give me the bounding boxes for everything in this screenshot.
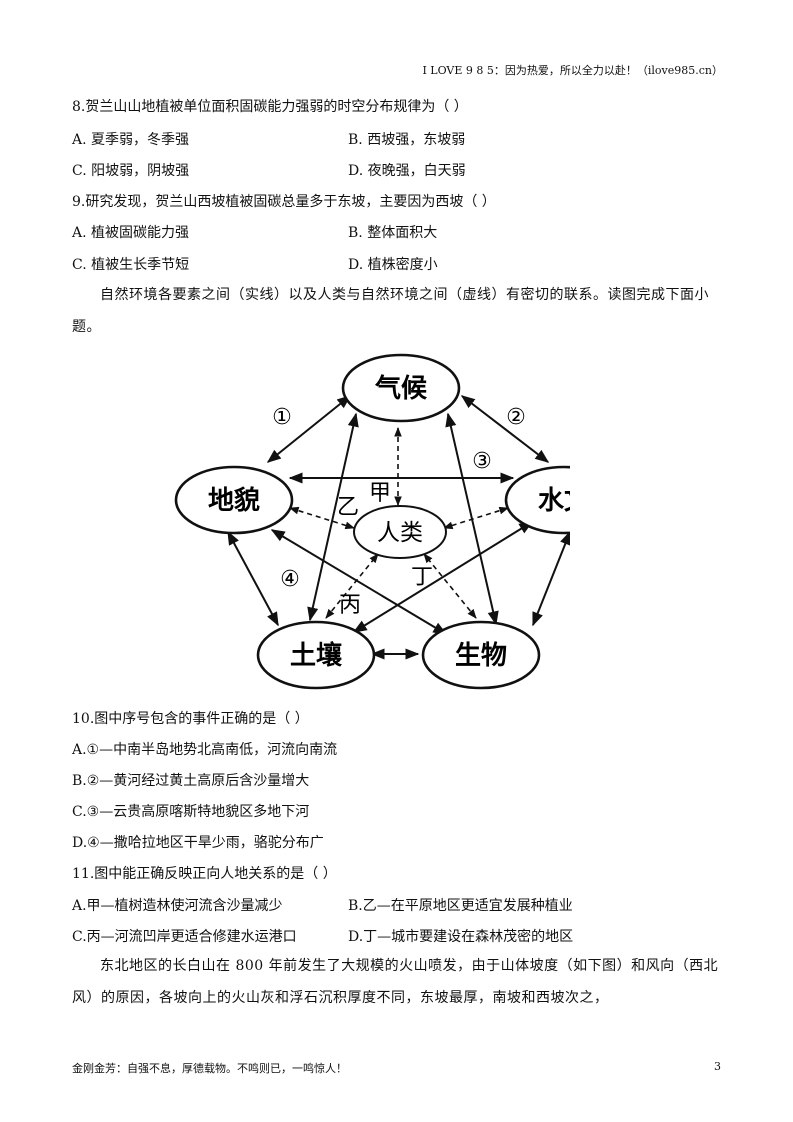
q9-stem: 9.研究发现，贺兰山西坡植被固碳总量多于东坡，主要因为西坡（ ） — [72, 194, 496, 210]
footer-motto: 金刚金芳：自强不息，厚德载物。不鸣则已，一鸣惊人！ — [72, 1062, 347, 1075]
dashed-arrow-landform-human — [289, 506, 355, 530]
arrow-hydrology-biology — [532, 530, 570, 627]
label-yi: 乙 — [337, 495, 359, 520]
human-label: 人类 — [377, 520, 423, 546]
q10-option-a: A.①—中南半岛地势北高南低，河流向南流 — [72, 742, 338, 758]
q9-option-d: D. 植株密度小 — [348, 257, 438, 273]
label-3: ③ — [472, 449, 492, 474]
passage-paragraph: 东北地区的长白山在 800 年前发生了大规模的火山喷发，由于山体坡度（如下图）和… — [72, 958, 719, 1006]
q10-option-b: B.②—黄河经过黄土高原后含沙量增大 — [72, 773, 310, 789]
dashed-arrow-soil-human — [325, 553, 379, 619]
q9-option-a: A. 植被固碳能力强 — [72, 225, 190, 241]
climate-label: 气候 — [374, 373, 428, 404]
page-number: 3 — [714, 1060, 721, 1073]
intro-paragraph: 自然环境各要素之间（实线）以及人类与自然环境之间（虚线）有密切的联系。读图完成下… — [72, 287, 709, 335]
label-jia: 甲 — [369, 481, 391, 506]
biology-label: 生物 — [455, 641, 507, 671]
q8-stem: 8.贺兰山山地植被单位面积固碳能力强弱的时空分布规律为（ ） — [72, 99, 468, 115]
q11-stem: 11.图中能正确反映正向人地关系的是（ ） — [72, 866, 337, 882]
climate-node — [341, 353, 461, 423]
dashed-arrow-biology-human — [423, 553, 477, 619]
hydrology-label: 水文 — [538, 485, 570, 516]
soil-node — [256, 620, 376, 690]
label-bing: 丙 — [339, 593, 361, 618]
label-4: ④ — [280, 567, 300, 592]
landform-label: 地貌 — [208, 486, 260, 516]
label-2: ② — [506, 405, 526, 430]
arrow-landform-soil — [227, 530, 279, 627]
q11-option-c: C.丙—河流凹岸更适合修建水运港口 — [72, 929, 297, 945]
label-ding: 丁 — [411, 565, 433, 590]
q9-option-c: C. 植被生长季节短 — [72, 257, 190, 273]
biology-node — [421, 620, 541, 690]
human-node — [353, 505, 447, 559]
label-1: ① — [272, 405, 292, 430]
q11-option-a: A.甲—植树造林使河流含沙量减少 — [72, 898, 283, 914]
hydrology-node — [504, 465, 570, 535]
q11-option-d: D.丁—城市要建设在森林茂密的地区 — [348, 929, 574, 945]
environment-relation-diagram: 气候 地貌 水文 土壤 生物 人类 ① ② ③ ④ 甲 乙 丙 丁 — [174, 353, 570, 690]
page-header: I LOVE 9 8 5：因为热爱，所以全力以赴！（ilove985.cn） — [422, 64, 723, 77]
q8-option-c: C. 阳坡弱，阴坡强 — [72, 163, 190, 179]
q8-option-b: B. 西坡强，东坡弱 — [348, 132, 466, 148]
landform-node — [174, 465, 294, 535]
soil-label: 土壤 — [290, 640, 343, 671]
q11-option-b: B.乙—在平原地区更适宜发展种植业 — [348, 898, 573, 914]
q10-option-c: C.③—云贵高原喀斯特地貌区多地下河 — [72, 804, 310, 820]
q8-option-a: A. 夏季弱，冬季强 — [72, 132, 190, 148]
q9-option-b: B. 整体面积大 — [348, 225, 438, 241]
dashed-arrow-hydrology-human — [443, 506, 509, 530]
arrow-climate-hydrology — [460, 395, 550, 463]
q8-option-d: D. 夜晚强，白天弱 — [348, 163, 466, 179]
q10-stem: 10.图中序号包含的事件正确的是（ ） — [72, 711, 309, 727]
q10-option-d: D.④—撒哈拉地区干旱少雨，骆驼分布广 — [72, 835, 324, 851]
